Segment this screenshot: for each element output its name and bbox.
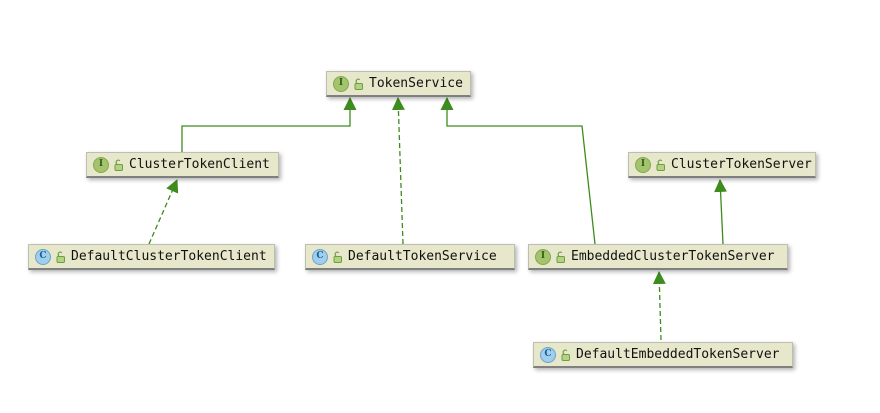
- lock-icon: [353, 78, 364, 90]
- node-label: DefaultClusterTokenClient: [71, 249, 267, 264]
- node-label: DefaultEmbeddedTokenServer: [576, 347, 780, 362]
- interface-icon: I: [635, 156, 651, 173]
- node-default-cluster-token-client[interactable]: C DefaultClusterTokenClient: [28, 244, 275, 270]
- lock-icon: [55, 251, 66, 263]
- interface-icon: I: [333, 75, 349, 92]
- lock-icon: [655, 159, 666, 171]
- lock-icon: [555, 251, 566, 263]
- node-cluster-token-client[interactable]: I ClusterTokenClient: [86, 152, 279, 178]
- lock-icon: [332, 251, 343, 263]
- node-label: EmbeddedClusterTokenServer: [571, 249, 775, 264]
- node-label: ClusterTokenClient: [129, 157, 270, 172]
- node-label: TokenService: [369, 76, 463, 91]
- edge-embeddedclustertokenserver-to-tokenservice: [440, 97, 596, 245]
- node-token-service[interactable]: I TokenService: [326, 71, 471, 97]
- interface-icon: I: [535, 248, 551, 265]
- node-default-token-service[interactable]: C DefaultTokenService: [305, 244, 515, 270]
- edge-clustertokenclient-to-tokenservice: [181, 97, 357, 152]
- edge-embeddedclustertokenserver-to-clustertokenserver: [714, 179, 728, 245]
- node-default-embedded-token-server[interactable]: C DefaultEmbeddedTokenServer: [533, 342, 793, 368]
- edge-defaultclustertokenclient-to-clustertokenclient: [148, 179, 179, 245]
- lock-icon: [113, 159, 124, 171]
- lock-icon: [560, 349, 571, 361]
- edge-defaulttokenservice-to-tokenservice: [391, 97, 405, 245]
- node-embedded-cluster-token-server[interactable]: I EmbeddedClusterTokenServer: [528, 244, 788, 270]
- class-icon: C: [35, 248, 51, 265]
- edge-defaultembeddedtokenserver-to-embeddedclustertokenserver: [652, 271, 666, 341]
- class-icon: C: [312, 248, 328, 265]
- node-label: DefaultTokenService: [348, 249, 497, 264]
- node-label: ClusterTokenServer: [671, 157, 812, 172]
- interface-icon: I: [93, 156, 109, 173]
- node-cluster-token-server[interactable]: I ClusterTokenServer: [628, 152, 816, 178]
- class-icon: C: [540, 346, 556, 363]
